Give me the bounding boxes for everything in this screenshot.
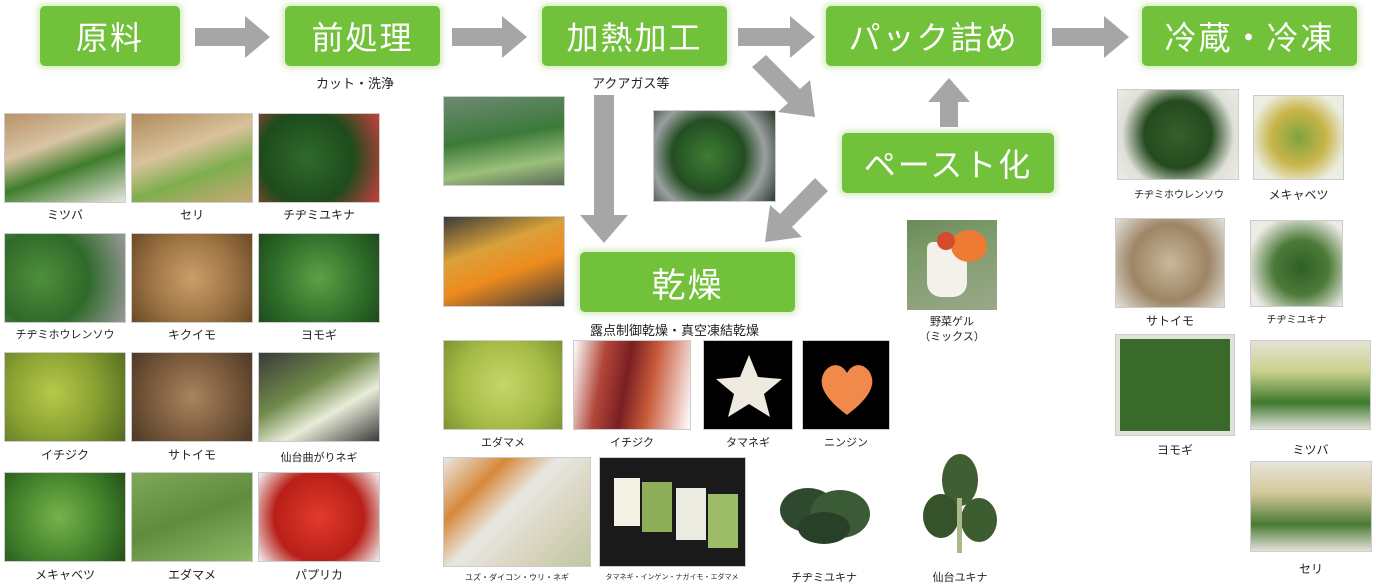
heart-shape [821,365,873,415]
photo-dried-edamame [443,340,563,430]
step-paste: ペースト化 [842,133,1054,193]
heat-caption: アクアガス等 [592,77,670,92]
preprocess-caption: カット・洗浄 [316,77,395,92]
photo-mitsuba [4,113,126,203]
cube-green [642,482,672,532]
leaf-cluster [780,488,870,544]
caption-mekyabetsu: メキャベツ [34,568,95,582]
caption-frozen-mitsuba: ミツバ [1292,443,1329,457]
photo-frozen-seri [1250,461,1372,552]
photo-frozen-mitsuba [1250,340,1371,430]
step-pack: パック詰め [826,6,1041,66]
photo-ichijiku [4,352,126,442]
cube-matcha [708,494,738,548]
step-dry: 乾燥 [580,252,795,312]
caption-frozen-yomogi: ヨモギ [1156,443,1193,457]
gel-red [937,232,955,250]
photo-aquagas-tray [443,96,565,186]
caption-gel-line1: 野菜ゲル [930,315,974,328]
cube-pale [676,488,706,540]
caption-yomogi: ヨモギ [300,328,337,342]
photo-frozen-chijimi-yukina [1250,220,1343,307]
photo-chijimi-yukina-leaf [768,470,880,562]
caption-dried-ichijiku: イチジク [610,436,654,449]
photo-dried-bags [443,457,591,567]
caption-dried-edamame: エダマメ [481,436,525,449]
arrow-pre-to-heat [452,16,527,58]
arrow-pack-to-cold [1052,16,1129,58]
caption-satoimo: サトイモ [167,448,216,462]
photo-seri [131,113,253,203]
photo-satoimo [131,352,253,442]
photo-drying-tray [443,216,565,307]
caption-ichijiku: イチジク [40,448,89,462]
photo-dried-ichijiku [573,340,691,430]
leaf-single [923,454,997,553]
photo-chijimi-yukina [258,113,380,203]
gel-orange [951,230,987,262]
caption-chijimi-yukina-dried: チヂミユキナ [791,571,857,584]
photo-yomogi [258,233,380,323]
caption-gel-line2: （ミックス） [919,330,985,343]
caption-dried-tamanegi: タマネギ [726,436,770,449]
caption-mix-cubes: タマネギ・インゲン・ナガイモ・エダマメ [605,573,739,581]
arrow-paste-to-dry [765,178,828,242]
photo-frozen-chijimi-horenso [1117,89,1239,180]
caption-negi: 仙台曲がりネギ [280,451,358,464]
photo-mekyabetsu [4,472,126,562]
caption-edamame: エダマメ [167,568,216,582]
caption-frozen-chijimi-horenso: チヂミホウレンソウ [1134,190,1224,201]
arrow-raw-to-pre [195,16,270,58]
photo-dried-ninjin [802,340,890,430]
caption-mix-bags: ユズ・ダイコン・ウリ・ネギ [465,573,569,582]
photo-frozen-yomogi [1115,334,1235,436]
photo-dried-tamanegi [703,340,793,430]
caption-frozen-chijimi-yukina: チヂミユキナ [1266,315,1327,326]
cube-white [614,478,640,526]
arrow-heat-to-dry [580,95,628,243]
arrow-heat-to-pack [738,16,815,58]
photo-cubes [599,457,746,567]
caption-seri: セリ [179,208,204,222]
arrow-heat-to-paste [752,55,815,117]
caption-kikuimo: キクイモ [167,328,216,342]
caption-mitsuba: ミツバ [46,208,83,222]
step-heat: 加熱加工 [542,6,727,66]
caption-frozen-mekyabetsu: メキャベツ [1268,188,1329,202]
step-preprocess: 前処理 [285,6,440,66]
step-raw: 原料 [40,6,180,66]
caption-sendai-yukina: 仙台ユキナ [932,571,988,584]
caption-frozen-seri: セリ [1298,562,1323,576]
photo-chijimi-horenso [4,233,126,323]
caption-paprika: パプリカ [294,568,343,582]
photo-kikuimo [131,233,253,323]
photo-heat-pot [653,110,776,202]
photo-edamame [131,472,253,562]
star-shape [716,355,782,417]
caption-chijimi-yukina: チヂミユキナ [282,208,355,222]
photo-negi [258,352,380,442]
caption-dried-ninjin: ニンジン [824,436,868,449]
photo-sendai-yukina-leaf [915,448,1005,563]
dry-caption: 露点制御乾燥・真空凍結乾燥 [590,324,760,339]
arrow-paste-to-pack [928,78,970,127]
photo-vegetable-gel [907,220,997,310]
photo-frozen-satoimo [1115,218,1225,308]
photo-frozen-mekyabetsu [1253,95,1344,180]
caption-frozen-satoimo: サトイモ [1145,314,1194,328]
caption-chijimi-horenso: チヂミホウレンソウ [15,328,115,341]
photo-paprika [258,472,380,562]
step-cold: 冷蔵・冷凍 [1142,6,1357,66]
